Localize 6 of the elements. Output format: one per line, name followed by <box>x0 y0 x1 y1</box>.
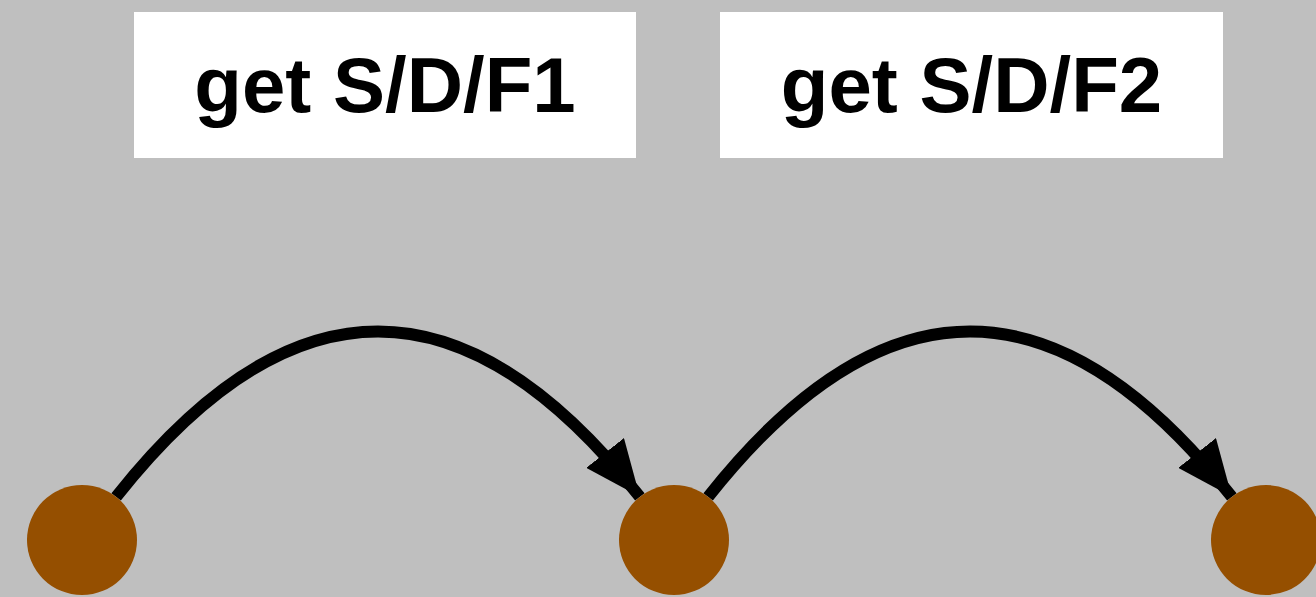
label-box <box>720 12 1223 158</box>
state-circle <box>27 485 137 595</box>
label-text: get S/D/F1 <box>194 39 576 131</box>
label-box <box>134 12 636 158</box>
label-text: get S/D/F2 <box>780 39 1163 131</box>
state-circle <box>619 485 729 595</box>
